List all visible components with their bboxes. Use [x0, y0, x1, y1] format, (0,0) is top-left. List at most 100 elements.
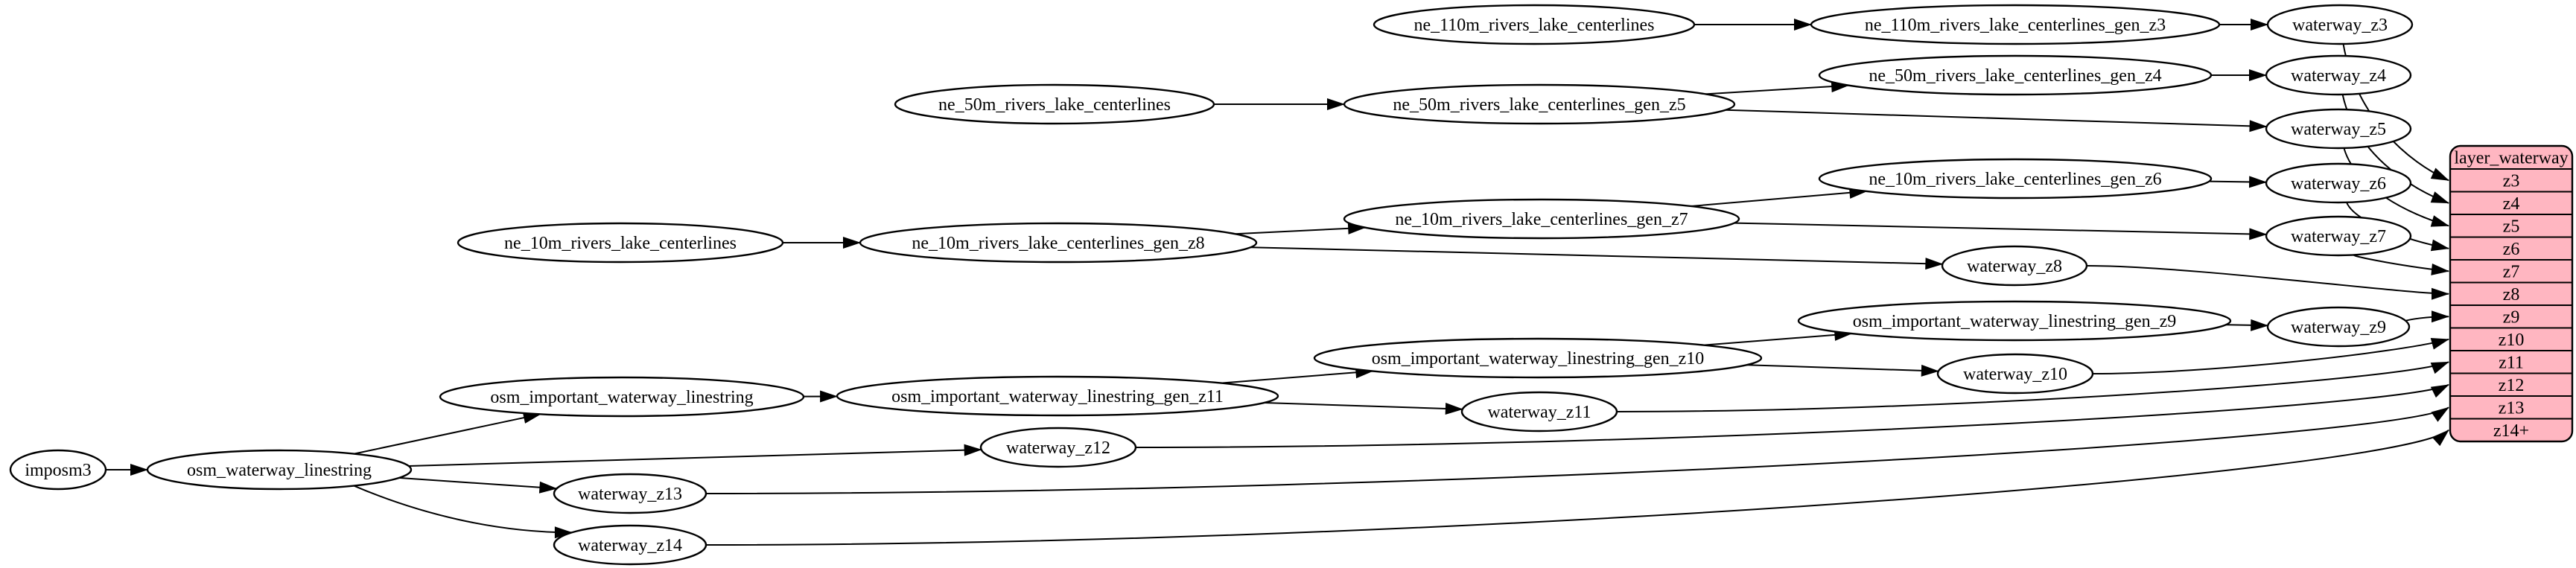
node-ne_10m_rivers_lake_centerlines_gen_z6: ne_10m_rivers_lake_centerlines_gen_z6	[1818, 158, 2213, 200]
edge-osm_important_waterway_linestring_gen_z11-to-waterway_z11	[1264, 402, 1463, 415]
edge-osm_waterway_linestring-to-waterway_z13	[398, 476, 558, 494]
table-row-z10: z10	[2499, 331, 2525, 350]
edge-waterway_z11-to-layer_waterway-z11	[1616, 361, 2449, 412]
node-label-ne_50m_rivers_lake_centerlines: ne_50m_rivers_lake_centerlines	[938, 95, 1171, 115]
edge-ne_10m_rivers_lake_centerlines_gen_z8-to-waterway_z8	[1250, 246, 1944, 270]
node-ellipse-waterway_z12	[979, 427, 1137, 468]
table-row-z7: z7	[2503, 262, 2520, 281]
node-waterway_z7: waterway_z7	[2265, 215, 2412, 257]
node-waterway_z4: waterway_z4	[2265, 54, 2412, 96]
node-label-waterway_z3: waterway_z3	[2292, 16, 2388, 35]
edge-ne_10m_rivers_lake_centerlines_gen_z8-to-ne_10m_rivers_lake_centerlines_gen_z7	[1235, 222, 1367, 235]
node-waterway_z12: waterway_z12	[979, 427, 1137, 468]
node-ellipse-osm_waterway_linestring	[146, 449, 413, 491]
node-osm_important_waterway_linestring_gen_z11: osm_important_waterway_linestring_gen_z1…	[836, 375, 1279, 417]
node-waterway_z10: waterway_z10	[1936, 353, 2094, 395]
table-row-z13: z13	[2499, 398, 2525, 418]
node-osm_important_waterway_linestring: osm_important_waterway_linestring	[439, 376, 805, 418]
node-ellipse-ne_10m_rivers_lake_centerlines	[457, 222, 784, 264]
node-ellipse-osm_important_waterway_linestring	[439, 376, 805, 418]
edge-ne_10m_rivers_lake_centerlines_gen_z7-to-waterway_z7	[1734, 222, 2268, 240]
node-label-waterway_z9: waterway_z9	[2291, 318, 2386, 337]
node-ne_50m_rivers_lake_centerlines: ne_50m_rivers_lake_centerlines	[894, 83, 1215, 125]
node-waterway_z5: waterway_z5	[2265, 108, 2412, 150]
node-ellipse-waterway_z11	[1460, 391, 1618, 433]
node-ellipse-imposm3	[9, 449, 107, 491]
edge-ne_10m_rivers_lake_centerlines_gen_z7-to-ne_10m_rivers_lake_centerlines_gen_z6	[1691, 186, 1868, 207]
edge-osm_waterway_linestring-to-waterway_z14	[353, 485, 573, 539]
node-ellipse-ne_50m_rivers_lake_centerlines	[894, 83, 1215, 125]
table-row-z11: z11	[2499, 353, 2524, 372]
node-ellipse-waterway_z7	[2265, 215, 2412, 257]
table-row-z3: z3	[2503, 171, 2520, 191]
node-ne_50m_rivers_lake_centerlines_gen_z5: ne_50m_rivers_lake_centerlines_gen_z5	[1343, 83, 1736, 125]
edge-osm_important_waterway_linestring_gen_z10-to-osm_important_waterway_linestring_gen_z9	[1703, 328, 1853, 346]
node-ellipse-ne_110m_rivers_lake_centerlines_gen_z3	[1810, 4, 2221, 45]
node-ne_110m_rivers_lake_centerlines: ne_110m_rivers_lake_centerlines	[1373, 4, 1696, 45]
node-waterway_z11: waterway_z11	[1460, 391, 1618, 433]
node-label-waterway_z14: waterway_z14	[578, 536, 682, 555]
node-ellipse-waterway_z4	[2265, 54, 2412, 96]
node-label-waterway_z10: waterway_z10	[1963, 365, 2067, 384]
node-ellipse-waterway_z14	[553, 524, 707, 566]
table-background	[2449, 144, 2574, 443]
node-label-waterway_z5: waterway_z5	[2291, 120, 2386, 139]
table-row-z4: z4	[2503, 194, 2520, 214]
node-ellipse-waterway_z6	[2265, 162, 2412, 204]
edge-ne_50m_rivers_lake_centerlines_gen_z5-to-ne_50m_rivers_lake_centerlines_gen_z4	[1705, 80, 1850, 95]
table-row-z9: z9	[2503, 307, 2520, 327]
node-ellipse-ne_10m_rivers_lake_centerlines_gen_z8	[859, 222, 1258, 264]
table-title: layer_waterway	[2454, 149, 2568, 168]
node-label-waterway_z11: waterway_z11	[1487, 403, 1591, 422]
node-label-ne_110m_rivers_lake_centerlines: ne_110m_rivers_lake_centerlines	[1414, 16, 1655, 35]
node-waterway_z3: waterway_z3	[2266, 4, 2414, 45]
node-ellipse-ne_10m_rivers_lake_centerlines_gen_z6	[1818, 158, 2213, 200]
layer-waterway-table: layer_waterway z3 z4 z5 z6 z7 z8 z9 z10 z11 z12 z13…	[2449, 144, 2574, 443]
node-ne_10m_rivers_lake_centerlines_gen_z7: ne_10m_rivers_lake_centerlines_gen_z7	[1343, 198, 1740, 240]
node-label-imposm3: imposm3	[25, 461, 91, 480]
edge-osm_important_waterway_linestring_gen_z11-to-osm_important_waterway_linestring_gen_z10	[1221, 366, 1374, 384]
node-ellipse-waterway_z9	[2266, 306, 2411, 348]
node-ellipse-waterway_z10	[1936, 353, 2094, 395]
table-row-z12: z12	[2499, 376, 2525, 395]
node-waterway_z9: waterway_z9	[2266, 306, 2411, 348]
node-ne_10m_rivers_lake_centerlines: ne_10m_rivers_lake_centerlines	[457, 222, 784, 264]
table-row-z6: z6	[2503, 240, 2520, 259]
edge-waterway_z14-to-layer_waterway-z14+	[705, 430, 2449, 546]
node-ellipse-ne_10m_rivers_lake_centerlines_gen_z7	[1343, 198, 1740, 240]
node-ellipse-osm_important_waterway_linestring_gen_z10	[1313, 337, 1763, 379]
node-label-ne_10m_rivers_lake_centerlines_gen_z7: ne_10m_rivers_lake_centerlines_gen_z7	[1395, 210, 1688, 229]
edge-waterway_z8-to-layer_waterway-z8	[2086, 265, 2449, 300]
node-label-ne_10m_rivers_lake_centerlines_gen_z8: ne_10m_rivers_lake_centerlines_gen_z8	[912, 234, 1204, 253]
node-ellipse-osm_important_waterway_linestring_gen_z9	[1797, 300, 2232, 342]
edge-waterway_z7-to-layer_waterway-z7	[2353, 254, 2449, 275]
nodes-layer: imposm3 osm_waterway_linestring ne_10m_riv…	[9, 4, 2414, 566]
node-label-waterway_z7: waterway_z7	[2291, 227, 2386, 246]
edges-layer	[106, 19, 2449, 546]
node-label-waterway_z6: waterway_z6	[2291, 174, 2386, 194]
node-ellipse-ne_50m_rivers_lake_centerlines_gen_z5	[1343, 83, 1736, 125]
node-ellipse-ne_110m_rivers_lake_centerlines	[1373, 4, 1696, 45]
node-waterway_z6: waterway_z6	[2265, 162, 2412, 204]
edge-osm_waterway_linestring-to-osm_important_waterway_linestring	[354, 412, 541, 455]
table-row-z8: z8	[2503, 285, 2520, 304]
table-row-z5: z5	[2503, 217, 2520, 236]
node-label-ne_10m_rivers_lake_centerlines: ne_10m_rivers_lake_centerlines	[504, 234, 737, 253]
node-ellipse-osm_important_waterway_linestring_gen_z11	[836, 375, 1279, 417]
edge-waterway_z10-to-layer_waterway-z10	[2092, 338, 2449, 374]
edge-ne_50m_rivers_lake_centerlines_gen_z5-to-waterway_z5	[1726, 109, 2268, 133]
edge-osm_important_waterway_linestring_gen_z10-to-waterway_z10	[1746, 364, 1939, 377]
node-ellipse-waterway_z3	[2266, 4, 2414, 45]
node-ellipse-waterway_z5	[2265, 108, 2412, 150]
node-waterway_z14: waterway_z14	[553, 524, 707, 566]
node-label-osm_important_waterway_linestring_gen_z11: osm_important_waterway_linestring_gen_z1…	[891, 387, 1224, 406]
node-label-osm_important_waterway_linestring: osm_important_waterway_linestring	[490, 388, 753, 407]
node-label-osm_important_waterway_linestring_gen_z10: osm_important_waterway_linestring_gen_z1…	[1372, 349, 1705, 368]
edge-waterway_z13-to-layer_waterway-z13	[705, 406, 2449, 494]
node-label-ne_110m_rivers_lake_centerlines_gen_z3: ne_110m_rivers_lake_centerlines_gen_z3	[1865, 16, 2166, 35]
node-imposm3: imposm3	[9, 449, 107, 491]
node-label-osm_waterway_linestring: osm_waterway_linestring	[187, 461, 372, 480]
node-ellipse-waterway_z8	[1941, 245, 2088, 287]
